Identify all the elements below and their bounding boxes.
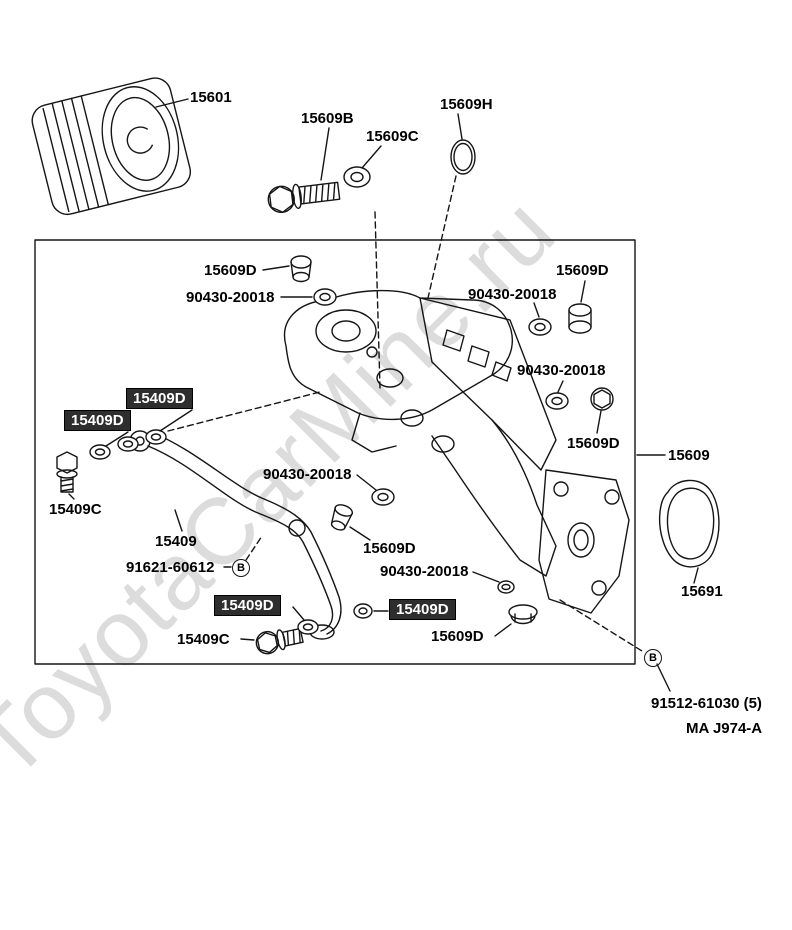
leader-90430-5 bbox=[472, 571, 500, 583]
label-90430-20018-5: 90430-20018 bbox=[380, 563, 469, 580]
leader-15409c-2 bbox=[240, 638, 255, 641]
label-15409c-2: 15409C bbox=[177, 631, 230, 648]
label-15409d-2: 15409D bbox=[64, 410, 131, 431]
label-ma-j974-a: MA J974-A bbox=[686, 720, 763, 737]
label-15409c-1: 15409C bbox=[49, 501, 102, 518]
label-15609d-4: 15609D bbox=[363, 540, 416, 557]
plug-15609d-top-right-drawing bbox=[568, 303, 592, 334]
b-marker-2: B bbox=[644, 649, 662, 667]
leader-15609h bbox=[457, 113, 463, 140]
label-15609: 15609 bbox=[668, 447, 710, 464]
plug-15609d-mid-drawing bbox=[330, 504, 354, 531]
label-15609d-2: 15609D bbox=[556, 262, 609, 279]
washer-90430-3-drawing bbox=[545, 392, 569, 410]
leader-15609d-2 bbox=[580, 280, 586, 303]
leader-15409d-3 bbox=[292, 606, 305, 621]
washer-15409d-2-drawing bbox=[117, 436, 139, 452]
washer-90430-5-drawing bbox=[497, 580, 515, 594]
label-15609d-5: 15609D bbox=[431, 628, 484, 645]
washer-15409d-1-drawing bbox=[89, 444, 111, 460]
assembly-line-bolt bbox=[374, 211, 381, 389]
bolt-15609b-drawing bbox=[267, 181, 341, 214]
washer-90430-1-drawing bbox=[313, 288, 337, 306]
leader-91512 bbox=[656, 663, 671, 692]
label-15601: 15601 bbox=[190, 89, 232, 106]
oil-filter-drawing bbox=[31, 77, 192, 216]
leader-15609d-3 bbox=[596, 410, 602, 434]
label-15609d-3: 15609D bbox=[567, 435, 620, 452]
washer-15409d-4-drawing bbox=[297, 619, 319, 635]
label-15409d-3: 15409D bbox=[214, 595, 281, 616]
plug-15609d-bottom-drawing bbox=[508, 604, 538, 625]
label-15609b: 15609B bbox=[301, 110, 354, 127]
leader-15609d-1 bbox=[262, 265, 290, 271]
label-15409d-4: 15409D bbox=[389, 599, 456, 620]
plug-15609d-top-left-drawing bbox=[290, 255, 312, 283]
label-90430-20018-3: 90430-20018 bbox=[517, 362, 606, 379]
leader-90430-2 bbox=[533, 302, 540, 318]
label-90430-20018-4: 90430-20018 bbox=[263, 466, 352, 483]
leader-15409d-2 bbox=[105, 431, 129, 447]
oring-15609h-drawing bbox=[450, 139, 476, 175]
assembly-line-b1 bbox=[245, 535, 263, 561]
assembly-line-pipe-top bbox=[167, 391, 321, 432]
leader-15409 bbox=[174, 509, 183, 532]
washer-15609c-drawing bbox=[343, 166, 371, 188]
leader-15609d-5 bbox=[494, 623, 512, 637]
assembly-line-b2 bbox=[559, 599, 643, 652]
label-15409d-1: 15409D bbox=[126, 388, 193, 409]
leader-15409d-1 bbox=[159, 409, 193, 432]
leader-15409c-1 bbox=[68, 493, 75, 500]
b-marker-1: B bbox=[232, 559, 250, 577]
label-91512-61030: 91512-61030 (5) bbox=[651, 695, 762, 712]
leader-90430-3 bbox=[557, 380, 564, 393]
label-15609d-1: 15609D bbox=[204, 262, 257, 279]
leader-15609b bbox=[320, 127, 330, 181]
washer-15409d-5-drawing bbox=[353, 603, 373, 619]
washer-90430-4-drawing bbox=[371, 488, 395, 506]
label-15609h: 15609H bbox=[440, 96, 493, 113]
plug-15609d-right-drawing bbox=[590, 387, 614, 411]
leader-90430-4 bbox=[356, 474, 377, 491]
bolt-15409c-bottom-drawing bbox=[255, 627, 304, 655]
oil-pipe-drawing bbox=[129, 430, 342, 640]
leader-15609d-4 bbox=[349, 526, 371, 541]
assembly-line-oring bbox=[427, 175, 457, 299]
label-90430-20018-2: 90430-20018 bbox=[468, 286, 557, 303]
leader-15601 bbox=[155, 98, 189, 108]
diagram-frame bbox=[34, 239, 636, 665]
washer-15409d-3-drawing bbox=[145, 429, 167, 445]
label-15609c: 15609C bbox=[366, 128, 419, 145]
leader-15691 bbox=[693, 567, 699, 584]
label-91621-60612: 91621-60612 bbox=[126, 559, 215, 576]
label-90430-20018-1: 90430-20018 bbox=[186, 289, 275, 306]
bolt-15409c-top-drawing bbox=[56, 451, 78, 493]
label-15691: 15691 bbox=[681, 583, 723, 600]
leader-15609c bbox=[361, 145, 382, 169]
gasket-15691-drawing bbox=[658, 479, 720, 568]
washer-90430-2-drawing bbox=[528, 318, 552, 336]
label-15409: 15409 bbox=[155, 533, 197, 550]
